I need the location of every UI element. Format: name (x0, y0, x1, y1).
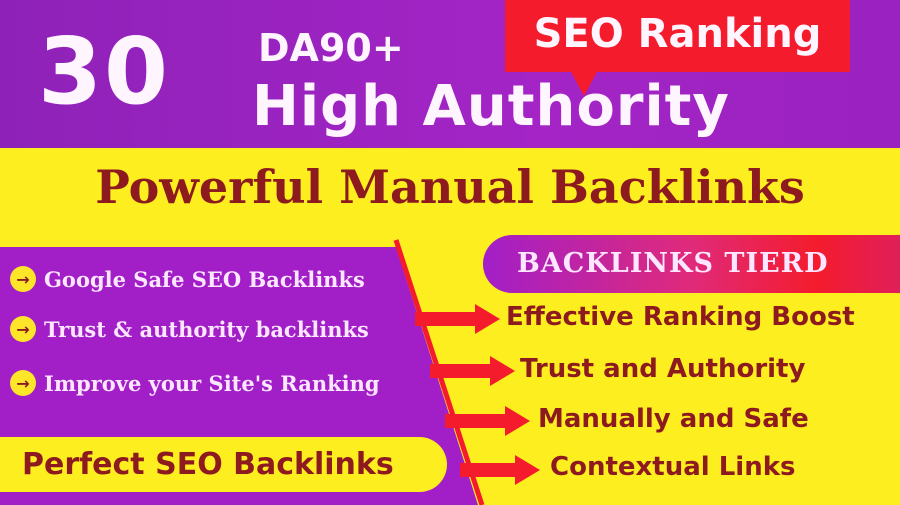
feature-label: Trust & authority backlinks (44, 316, 369, 342)
arrow-right-icon: → (10, 316, 36, 342)
tier-item: Effective Ranking Boost (506, 302, 855, 332)
feature-item: → Google Safe SEO Backlinks (10, 266, 365, 292)
count-number: 30 (38, 18, 171, 125)
arrow-right-icon: → (10, 370, 36, 396)
red-arrow-icon (415, 304, 500, 334)
headline: Powerful Manual Backlinks (95, 160, 805, 214)
red-arrow-icon (460, 455, 540, 485)
feature-label: Improve your Site's Ranking (44, 370, 380, 396)
tier-item: Contextual Links (550, 452, 796, 482)
perfect-seo-pill: Perfect SEO Backlinks (0, 437, 447, 492)
red-arrow-icon (430, 356, 515, 386)
feature-item: → Improve your Site's Ranking (10, 370, 380, 396)
tier-item: Manually and Safe (538, 404, 809, 434)
feature-label: Google Safe SEO Backlinks (44, 266, 365, 292)
tier-item: Trust and Authority (520, 354, 806, 384)
tier-header: BACKLINKS TIERD (483, 235, 900, 293)
da-label: DA90+ (258, 26, 404, 70)
badge-tail (570, 70, 598, 96)
arrow-right-icon: → (10, 266, 36, 292)
high-authority-title: High Authority (252, 74, 730, 139)
seo-ranking-badge: SEO Ranking (505, 0, 850, 72)
feature-item: → Trust & authority backlinks (10, 316, 369, 342)
red-arrow-icon (445, 406, 530, 436)
